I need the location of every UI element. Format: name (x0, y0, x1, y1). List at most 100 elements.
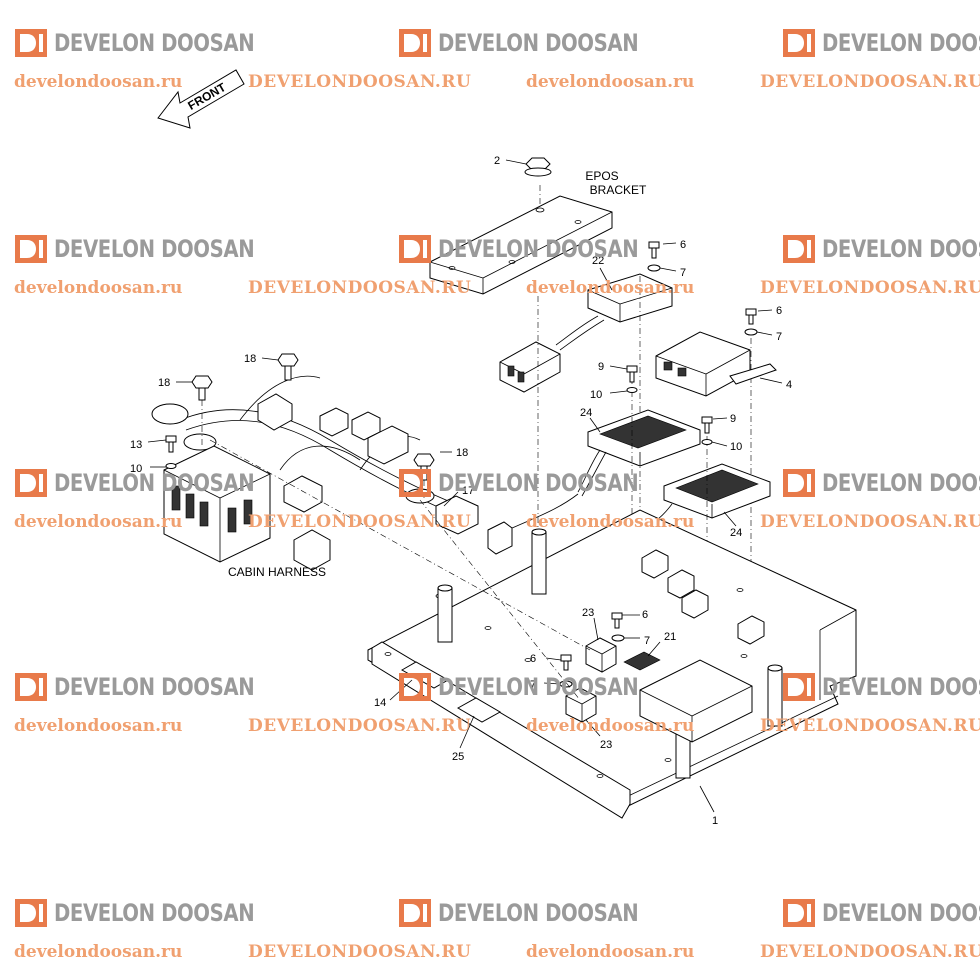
watermark-url: develondoosan.ru (14, 942, 183, 962)
watermark-brand: DEVELON DOOSAN (782, 672, 980, 702)
watermark-url: develondoosan.ru (526, 278, 695, 298)
watermark-url: develondoosan.ru (526, 716, 695, 736)
mount-block (641, 549, 669, 579)
callout-9a: 9 (598, 361, 604, 373)
bolt-2-icon (524, 157, 552, 177)
bolt-6-icon (560, 654, 572, 671)
cabin-harness-label: CABIN HARNESS (228, 565, 326, 579)
washer-7 (611, 634, 625, 642)
develon-logo-icon (399, 673, 431, 701)
mount-block (681, 589, 709, 619)
develon-logo-icon (15, 469, 47, 497)
watermark-brand-text: DEVELON DOOSAN (54, 899, 255, 927)
standoff-spacer (531, 528, 547, 595)
watermark-brand: DEVELON DOOSAN (398, 28, 682, 58)
watermark-brand: DEVELON DOOSAN (14, 672, 298, 702)
develon-logo-icon (15, 673, 47, 701)
watermark-brand: DEVELON DOOSAN (14, 234, 298, 264)
watermark-brand-text: DEVELON DOOSAN (438, 673, 639, 701)
callout-7c: 7 (644, 635, 650, 647)
watermark-url: develondoosan.ru (14, 716, 183, 736)
watermark-brand-text: DEVELON DOOSAN (822, 235, 980, 263)
washer-10 (701, 439, 713, 445)
watermark-brand: DEVELON DOOSAN (14, 898, 298, 928)
watermark-url: develondoosan.ru (526, 72, 695, 92)
callout-14: 14 (374, 697, 386, 709)
watermark-brand-text: DEVELON DOOSAN (54, 29, 255, 57)
develon-logo-icon (15, 235, 47, 263)
washer-7 (647, 264, 661, 272)
watermark-brand: DEVELON DOOSAN (782, 468, 980, 498)
epos-bracket (429, 195, 613, 295)
watermark-url: develondoosan.ru (14, 512, 183, 532)
watermark-brand: DEVELON DOOSAN (782, 898, 980, 928)
watermark-url: DEVELONDOOSAN.RU (248, 72, 472, 92)
standoff-spacer (767, 664, 783, 727)
epos-bracket-label-line2: BRACKET (590, 183, 647, 197)
callout-6d: 6 (530, 653, 536, 665)
washer-10 (626, 387, 638, 393)
callout-18c: 18 (456, 447, 468, 459)
develon-logo-icon (399, 29, 431, 57)
watermark-url: DEVELONDOOSAN.RU (248, 278, 472, 298)
develon-logo-icon (783, 235, 815, 263)
washer-7 (744, 328, 758, 336)
watermark-brand: DEVELON DOOSAN (398, 468, 682, 498)
standoff-spacer (437, 584, 453, 643)
callout-6b: 6 (776, 305, 782, 317)
callout-24b: 24 (730, 527, 742, 539)
bolt-6-icon (648, 241, 660, 259)
watermark-brand-text: DEVELON DOOSAN (54, 673, 255, 701)
callout-9b: 9 (730, 413, 736, 425)
leader-lines (147, 242, 783, 813)
develon-logo-icon (15, 899, 47, 927)
callout-2: 2 (494, 155, 500, 167)
watermark-url: DEVELONDOOSAN.RU (248, 512, 472, 532)
watermark-brand: DEVELON DOOSAN (14, 28, 298, 58)
bolt-9-icon (626, 365, 638, 383)
callout-18b: 18 (158, 377, 170, 389)
develon-logo-icon (15, 29, 47, 57)
watermark-brand-text: DEVELON DOOSAN (438, 469, 639, 497)
mount-block (667, 569, 695, 599)
watermark-url: develondoosan.ru (14, 278, 183, 298)
relay-23a (585, 637, 617, 673)
watermark-brand-text: DEVELON DOOSAN (822, 469, 980, 497)
bolt-6-icon (745, 308, 757, 325)
callouts: 2 22 6 7 6 7 4 9 10 24 9 10 24 18 18 18 … (130, 155, 792, 827)
watermark-brand-text: DEVELON DOOSAN (438, 899, 639, 927)
bolt-6-icon (611, 612, 623, 629)
mount-block (737, 615, 765, 645)
callout-4: 4 (786, 379, 792, 391)
callout-22: 22 (592, 255, 604, 267)
callout-23b: 23 (600, 739, 612, 751)
watermark-brand: DEVELON DOOSAN (398, 234, 682, 264)
watermark-brand-text: DEVELON DOOSAN (822, 29, 980, 57)
bolt-9-icon (701, 416, 713, 434)
watermark-brand-text: DEVELON DOOSAN (822, 899, 980, 927)
callout-18a: 18 (244, 353, 256, 365)
watermark-url: DEVELONDOOSAN.RU (760, 942, 980, 962)
callout-1: 1 (712, 815, 718, 827)
watermark-brand: DEVELON DOOSAN (782, 28, 980, 58)
watermark-brand: DEVELON DOOSAN (782, 234, 980, 264)
control-box (639, 659, 753, 743)
cabin-harness (151, 375, 479, 571)
develon-logo-icon (783, 469, 815, 497)
pad-21 (623, 651, 661, 671)
develon-logo-icon (399, 235, 431, 263)
relay-module-4 (655, 331, 777, 397)
develon-logo-icon (783, 673, 815, 701)
bolt-13-icon (165, 435, 177, 453)
epos-controller-22 (499, 273, 673, 393)
watermark-brand-text: DEVELON DOOSAN (822, 673, 980, 701)
watermark-url: DEVELONDOOSAN.RU (760, 716, 980, 736)
callout-7a: 7 (680, 267, 686, 279)
develon-logo-icon (399, 899, 431, 927)
callout-21: 21 (664, 631, 676, 643)
watermark-url: DEVELONDOOSAN.RU (760, 278, 980, 298)
watermark-brand-text: DEVELON DOOSAN (438, 29, 639, 57)
callout-13: 13 (130, 439, 142, 451)
callout-7d: 7 (530, 679, 536, 691)
callout-24a: 24 (580, 407, 592, 419)
